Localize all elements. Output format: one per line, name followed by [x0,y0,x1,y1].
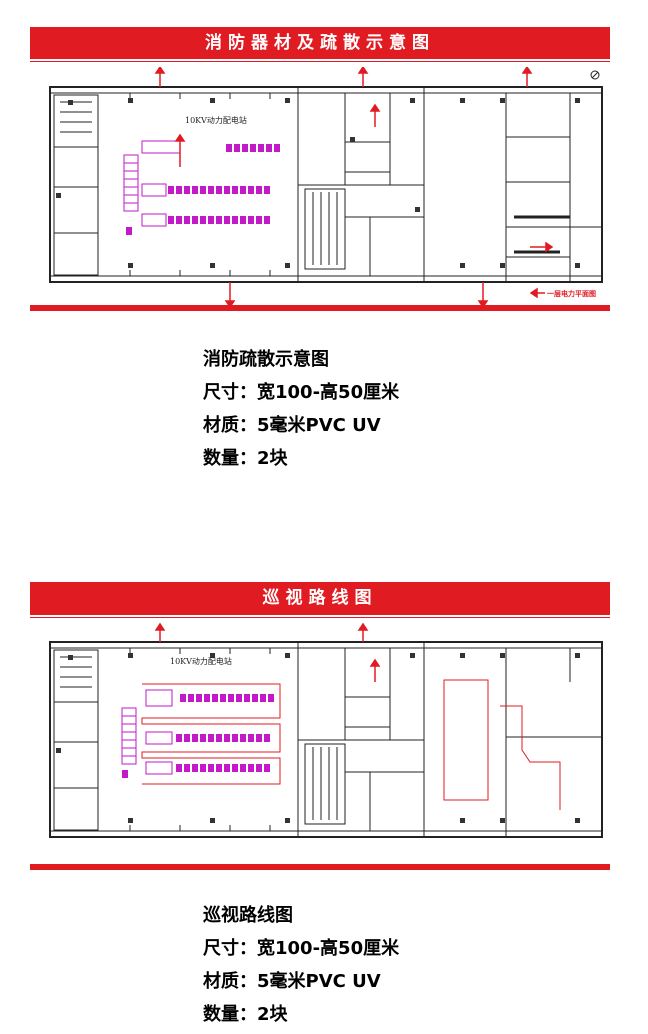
banner-fire-evacuation: 消防器材及疏散示意图 [30,27,610,59]
spec-block-patrol-route: 巡视路线图 尺寸：宽100-高50厘米 材质：5毫米PVC UV 数量：2块 [203,899,399,1031]
poster-fire-evacuation: 消防器材及疏散示意图 [30,27,610,319]
spec-quantity: 数量：2块 [203,448,288,469]
spec-quantity: 数量：2块 [203,1004,288,1025]
banner-patrol-route: 巡视路线图 [30,582,610,615]
banner-underline [30,61,610,62]
spec-title: 巡视路线图 [203,905,293,926]
poster-patrol-route: 巡视路线图 [30,582,610,874]
poster-bottom-bar [30,864,610,870]
floor-plan-patrol-route: 10KV动力配电站 [49,622,603,838]
spec-material: 材质：5毫米PVC UV [203,415,381,436]
spec-block-fire-evacuation: 消防疏散示意图 尺寸：宽100-高50厘米 材质：5毫米PVC UV 数量：2块 [203,343,399,475]
banner-underline [30,617,610,618]
poster-bottom-bar [30,305,610,311]
spec-size: 尺寸：宽100-高50厘米 [203,382,400,403]
spec-title: 消防疏散示意图 [203,349,329,370]
plan-title: 10KV动力配电站 [170,656,232,666]
plan-title: 10KV动力配电站 [185,115,247,125]
spec-size: 尺寸：宽100-高50厘米 [203,938,400,959]
plan-caption: 一层电力平面图 [547,289,596,298]
floor-plan-fire-evacuation: 一层电力平面图 10KV动力配电站 [49,67,603,309]
spec-material: 材质：5毫米PVC UV [203,971,381,992]
